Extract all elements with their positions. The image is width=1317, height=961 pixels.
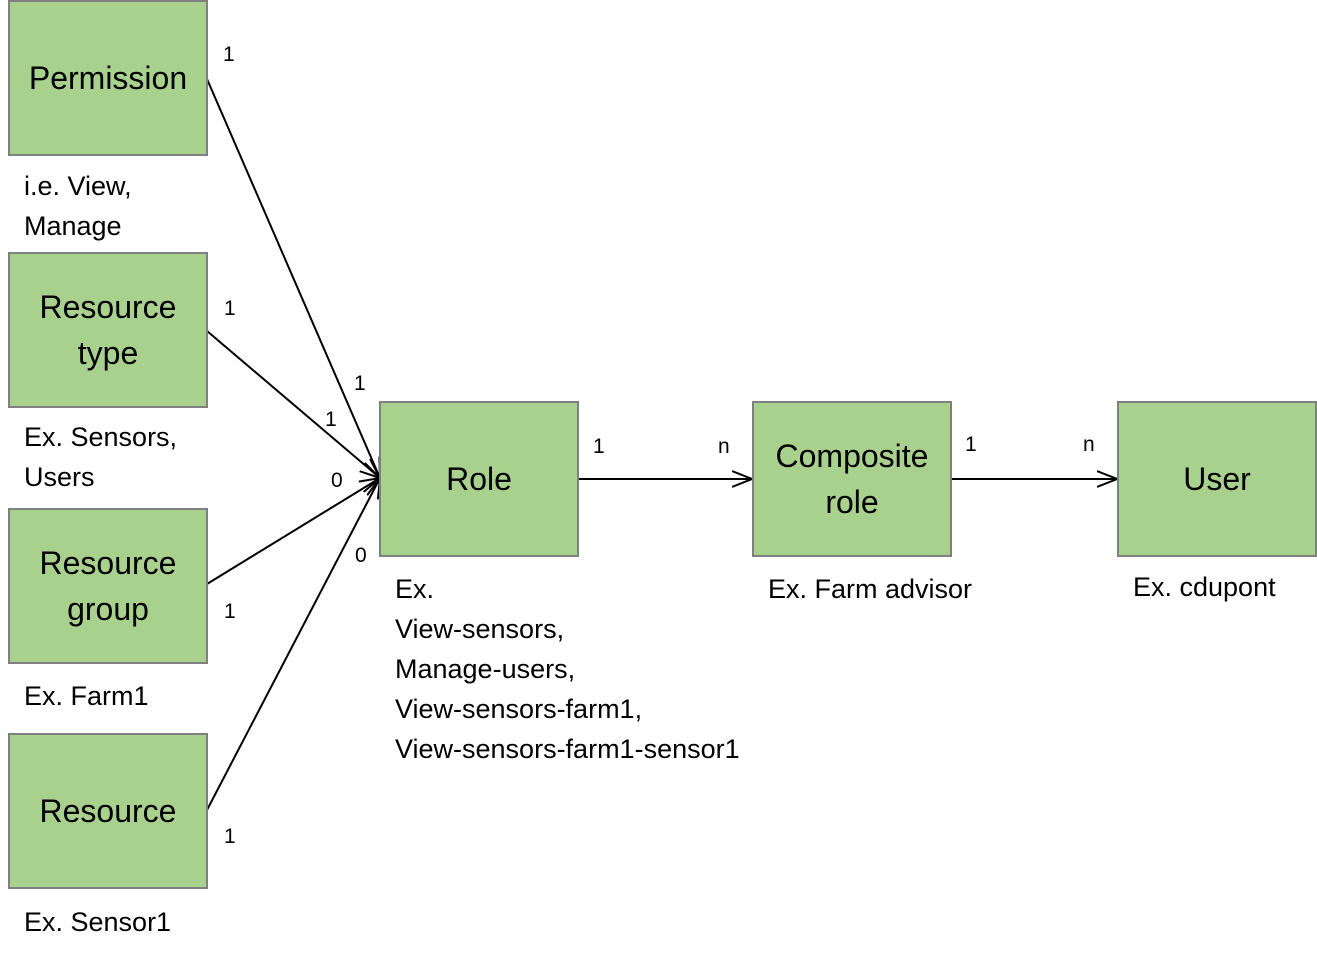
role-box-label: Role (446, 461, 512, 497)
composite-role-box-label: Composite role (775, 438, 929, 520)
resource-box-label: Resource (39, 793, 177, 829)
multiplicity-user-target: n (1083, 433, 1095, 456)
resource-group-box-label: Resource group (39, 545, 177, 627)
user-box: User (1117, 401, 1317, 557)
composite-role-box: Composite role (752, 401, 952, 557)
role-box: Role (379, 401, 579, 557)
resource-type-box: Resource type (8, 252, 208, 408)
user-note: Ex. cdupont (1133, 572, 1276, 602)
multiplicity-resource-target: 0 (355, 544, 367, 567)
resource-box: Resource (8, 733, 208, 889)
edge-resource-role (206, 478, 380, 811)
multiplicity-resource-type-source: 1 (224, 297, 236, 320)
permission-note: i.e. View, Manage (24, 171, 132, 241)
edge-resource-group-role (206, 478, 380, 585)
resource-type-note: Ex. Sensors, Users (24, 422, 178, 492)
resource-group-note: Ex. Farm1 (24, 681, 149, 711)
multiplicity-resource-source: 1 (224, 825, 236, 848)
edge-permission-role (206, 78, 380, 478)
multiplicity-resource-group-target: 0 (331, 469, 343, 492)
resource-type-box-label: Resource type (39, 289, 177, 371)
role-note: Ex. View-sensors, Manage-users, View-sen… (395, 574, 740, 764)
multiplicity-resource-type-target: 1 (325, 408, 337, 431)
resource-group-box: Resource group (8, 508, 208, 664)
resource-note: Ex. Sensor1 (24, 907, 172, 937)
multiplicity-permission-target: 1 (354, 372, 366, 395)
multiplicity-permission-source: 1 (223, 43, 235, 66)
permission-box-label: Permission (28, 60, 188, 96)
composite-role-note: Ex. Farm advisor (768, 574, 973, 604)
permission-box: Permission (8, 0, 208, 156)
multiplicity-resource-group-source: 1 (224, 600, 236, 623)
edge-resource-type-role (206, 330, 380, 478)
multiplicity-composite-target: n (718, 435, 730, 458)
multiplicity-role-source: 1 (593, 435, 605, 458)
user-box-label: User (1183, 461, 1251, 497)
multiplicity-composite-source: 1 (965, 433, 977, 456)
